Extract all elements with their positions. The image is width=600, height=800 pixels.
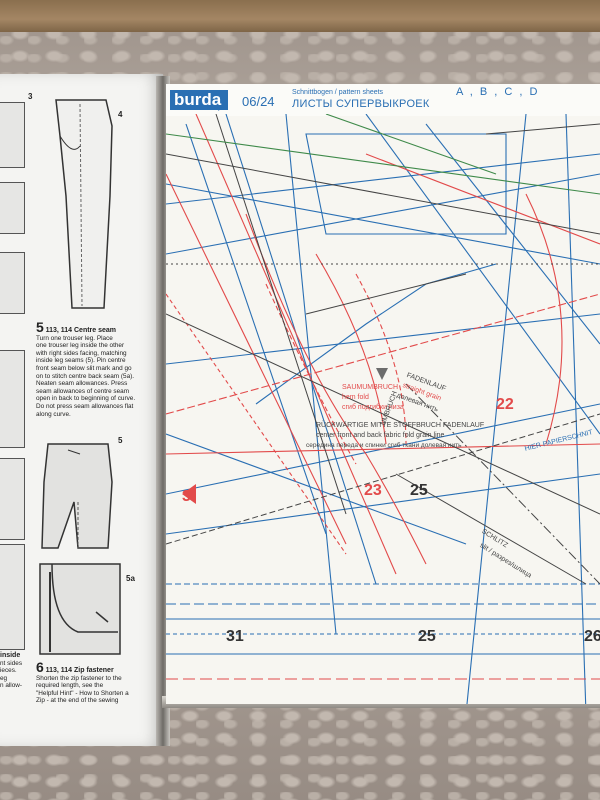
margin-text: inside nt sides ieces. eg n allow-	[0, 652, 23, 690]
pattern-label: center front and back fabric fold grain …	[316, 432, 445, 439]
grid-number: 31	[226, 628, 244, 645]
burda-logo: burda	[170, 90, 228, 110]
wooden-surface	[0, 0, 600, 32]
sheet-header: burda style 06/24 Schnittbogen / pattern…	[166, 84, 600, 116]
notch-marker	[182, 484, 196, 504]
grid-number: 26	[584, 628, 600, 645]
pattern-label: hem fold	[342, 394, 369, 401]
pattern-number: 22	[496, 396, 514, 413]
step-5-text: 5 113, 114 Centre seam Turn one trouser …	[36, 319, 136, 418]
logo-subtitle: style	[214, 106, 225, 112]
pattern-label: SAUMUMBRUCH	[342, 384, 398, 391]
trouser-leg-diagram	[55, 99, 113, 309]
issue-number: 06/24	[242, 94, 275, 109]
step-6-text: 6 113, 114 Zip fastener Shorten the zip …	[36, 659, 129, 705]
instruction-page: 3 4 5 5a 5 113, 114 Centre seam Turn one…	[0, 74, 163, 746]
pattern-label: середина переда и спинки сгиб ткани доле…	[306, 442, 462, 449]
diagram-box	[0, 458, 25, 540]
diagram-box	[0, 544, 25, 650]
back-seam-diagram	[39, 563, 121, 655]
pattern-label: сгиб подгибки низа	[342, 404, 404, 411]
step-number: 5a	[126, 574, 135, 583]
pattern-number: 3	[182, 488, 191, 505]
diagram-box	[0, 182, 25, 234]
sheet-label-ru: ЛИСТЫ СУПЕРВЫКРОЕК	[292, 98, 430, 110]
step-number: 3	[28, 92, 33, 101]
step-number: 4	[118, 110, 123, 119]
diagram-box	[0, 350, 25, 448]
grid-number: 25	[418, 628, 436, 645]
sheet-letters: A , B , C , D	[456, 86, 540, 98]
pattern-number: 25	[410, 482, 428, 499]
step-number: 5	[118, 436, 123, 445]
pattern-label: RÜCKWÄRTIGE MITTE STOFFBRUCH FADENLAUF	[316, 422, 485, 429]
notch-marker	[376, 368, 388, 380]
diagram-box	[0, 252, 25, 314]
pattern-number: 23	[364, 482, 382, 499]
centre-seam-diagram	[41, 443, 113, 549]
pattern-sheet-page: burda style 06/24 Schnittbogen / pattern…	[166, 84, 600, 704]
diagram-box	[0, 102, 25, 168]
pattern-lines	[166, 114, 600, 704]
sheet-label: Schnittbogen / pattern sheets	[292, 89, 384, 96]
